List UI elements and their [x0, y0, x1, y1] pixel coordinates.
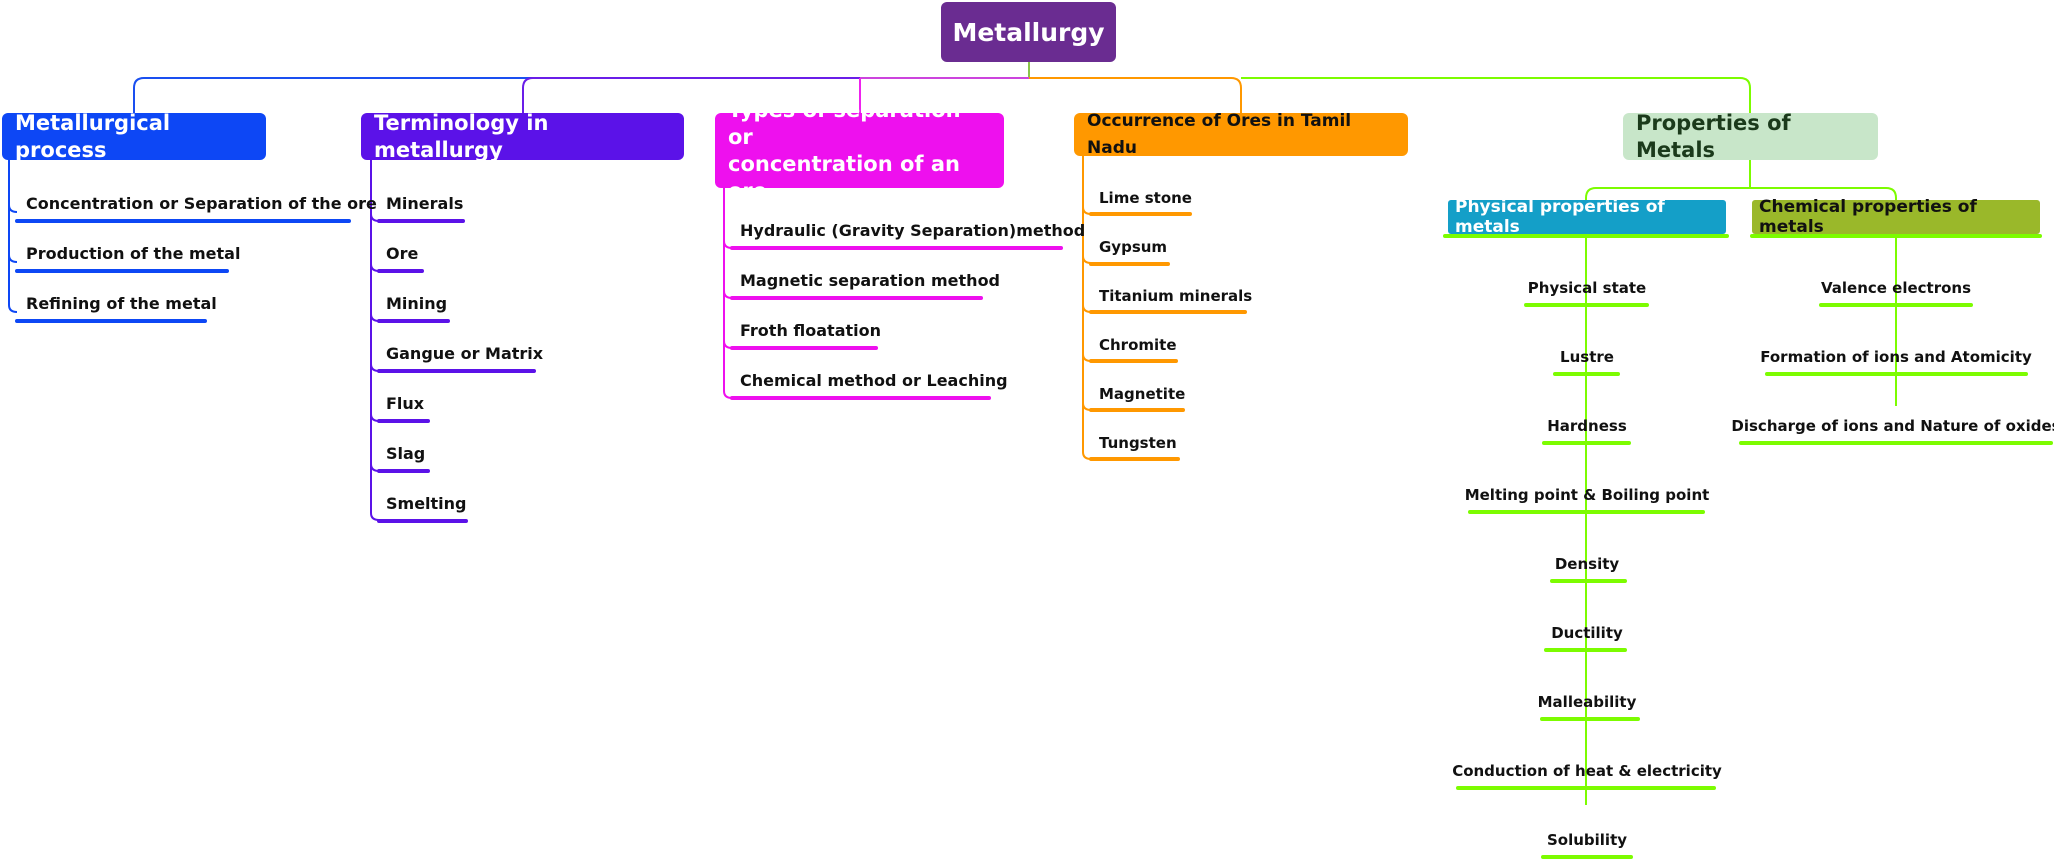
- leaf-item[interactable]: Production of the metal: [26, 244, 241, 263]
- leaf-item[interactable]: Melting point & Boiling point: [1464, 486, 1710, 504]
- leaf-item[interactable]: Hardness: [1547, 417, 1627, 435]
- leaf-item[interactable]: Chromite: [1099, 336, 1177, 354]
- leaf-item[interactable]: Refining of the metal: [26, 294, 217, 313]
- topic-label: Properties of Metals: [1636, 110, 1791, 162]
- leaf-item[interactable]: Valence electrons: [1820, 279, 1972, 297]
- leaf-item[interactable]: Conduction of heat & electricity: [1452, 762, 1722, 780]
- topic-properties-of-metals[interactable]: Properties of Metals: [1623, 111, 1878, 162]
- topic-label: Occurrence of Ores in Tamil Nadu: [1087, 110, 1352, 158]
- leaf-item[interactable]: Malleability: [1537, 693, 1637, 711]
- leaf-item[interactable]: Magnetic separation method: [740, 271, 1001, 290]
- topic-label-line2: concentration of an ore: [728, 151, 960, 203]
- topic-label: Terminology in metallurgy: [374, 110, 549, 162]
- leaf-item[interactable]: Mining: [386, 294, 448, 313]
- leaf-item[interactable]: Ductility: [1551, 624, 1623, 642]
- leaf-item[interactable]: Slag: [386, 444, 426, 463]
- leaf-item[interactable]: Formation of ions and Atomicity: [1760, 348, 2032, 366]
- leaf-item[interactable]: Physical state: [1527, 279, 1647, 297]
- leaf-item[interactable]: Minerals: [386, 194, 464, 213]
- leaf-item[interactable]: Froth floatation: [740, 321, 882, 340]
- leaf-item[interactable]: Magnetite: [1099, 385, 1186, 403]
- root-node[interactable]: Metallurgy: [941, 2, 1116, 62]
- leaf-item[interactable]: Gangue or Matrix: [386, 344, 544, 363]
- topic-metallurgical-process[interactable]: Metallurgical process: [2, 111, 266, 162]
- topic-label: Metallurgical process: [15, 110, 171, 162]
- subtopic-chemical-properties[interactable]: Chemical properties of metals: [1752, 197, 2040, 237]
- root-label: Metallurgy: [952, 17, 1105, 47]
- subtopic-label: Chemical properties of metals: [1759, 197, 1977, 237]
- leaf-item[interactable]: Solubility: [1546, 831, 1628, 849]
- leaf-item[interactable]: Lime stone: [1099, 189, 1192, 207]
- leaf-item[interactable]: Hydraulic (Gravity Separation)method: [740, 221, 1086, 240]
- leaf-item[interactable]: Density: [1554, 555, 1620, 573]
- leaf-item[interactable]: Discharge of ions and Nature of oxides: [1731, 417, 2054, 435]
- leaf-item[interactable]: Flux: [386, 394, 425, 413]
- leaf-item[interactable]: Smelting: [386, 494, 467, 513]
- topic-occurrence-of-ores[interactable]: Occurrence of Ores in Tamil Nadu: [1074, 111, 1408, 158]
- subtopic-label: Physical properties of metals: [1455, 197, 1665, 237]
- subtopic-physical-properties[interactable]: Physical properties of metals: [1448, 197, 1726, 237]
- leaf-item[interactable]: Concentration or Separation of the ore: [26, 194, 377, 213]
- topic-terminology[interactable]: Terminology in metallurgy: [361, 111, 684, 162]
- leaf-item[interactable]: Tungsten: [1099, 434, 1177, 452]
- leaf-item[interactable]: Lustre: [1560, 348, 1614, 366]
- leaf-item[interactable]: Titanium minerals: [1099, 287, 1253, 305]
- leaf-item[interactable]: Ore: [386, 244, 419, 263]
- leaf-item[interactable]: Chemical method or Leaching: [740, 371, 1008, 390]
- topic-label-line1: Types of separation or: [728, 97, 961, 149]
- leaf-item[interactable]: Gypsum: [1099, 238, 1168, 256]
- topic-separation-types[interactable]: Types of separation or concentration of …: [715, 98, 1004, 203]
